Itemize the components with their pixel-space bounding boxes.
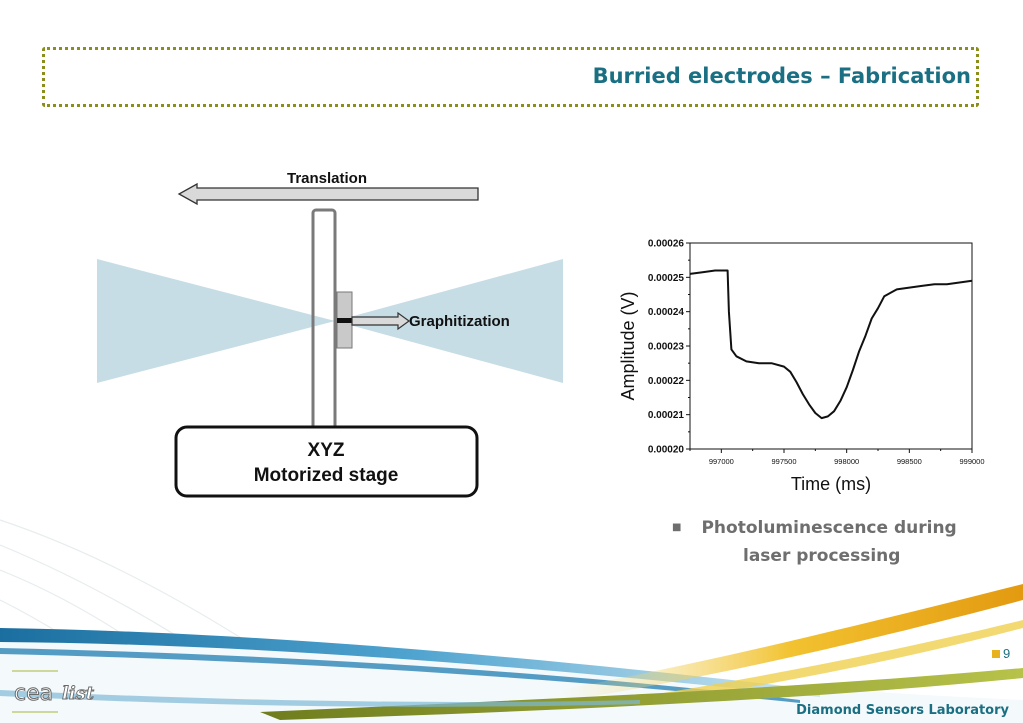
x-axis-label: Time (ms) [791,474,871,494]
graphitization-label: Graphitization [409,313,510,330]
svg-text:cea: cea [14,681,53,706]
photoluminescence-chart: 0.00020 0.00021 0.00022 0.00023 0.00024 0.000… [618,239,985,495]
laser-beam-left [97,259,335,383]
slide-title: Burried electrodes – Fabrication [592,64,971,88]
page-number: 9 [992,646,1010,661]
bullet-marker: ■ [672,522,682,533]
y-tick-label: 0.00021 [648,410,685,421]
x-tick-label: 997500 [771,457,796,466]
stage-label-line1: XYZ [308,440,345,461]
y-tick-label: 0.00022 [648,376,685,387]
bullet-item: ■ Photoluminescence during [672,518,957,538]
x-tick-label: 998500 [897,457,922,466]
x-tick-label: 997000 [709,457,734,466]
lab-name: Diamond Sensors Laboratory [796,703,1009,718]
page-number-text: 9 [1003,646,1011,661]
title-frame [42,47,979,107]
laser-beam-right [335,259,563,383]
motorized-stage [174,425,479,498]
stage-label-line2: Motorized stage [254,465,399,486]
y-tick-label: 0.00025 [648,273,685,284]
translation-arrow [177,182,479,206]
graphitization-arrow [351,311,411,331]
cea-list-logo: cea list [12,670,95,713]
translation-label: Translation [287,170,367,187]
y-tick-label: 0.00026 [648,239,685,250]
y-axis: 0.00020 0.00021 0.00022 0.00023 0.00024 0.000… [648,239,690,456]
y-axis-label: Amplitude (V) [618,291,638,400]
y-tick-label: 0.00020 [648,445,685,456]
bullet-text-line2: laser processing [743,546,901,566]
y-tick-label: 0.00023 [648,342,685,353]
bottom-swoosh [0,584,1023,723]
x-tick-label: 999000 [959,457,984,466]
x-axis: 997000 997500 998000 998500 999000 [689,449,985,466]
svg-text:list: list [62,683,95,704]
plot-area [689,242,973,450]
y-tick-label: 0.00024 [648,307,685,318]
bullet-text-line1: Photoluminescence during [701,518,957,538]
x-tick-label: 998000 [834,457,859,466]
amplitude-series-line [689,269,973,420]
graphitized-electrode [337,318,353,323]
page-marker-icon [992,650,1000,658]
